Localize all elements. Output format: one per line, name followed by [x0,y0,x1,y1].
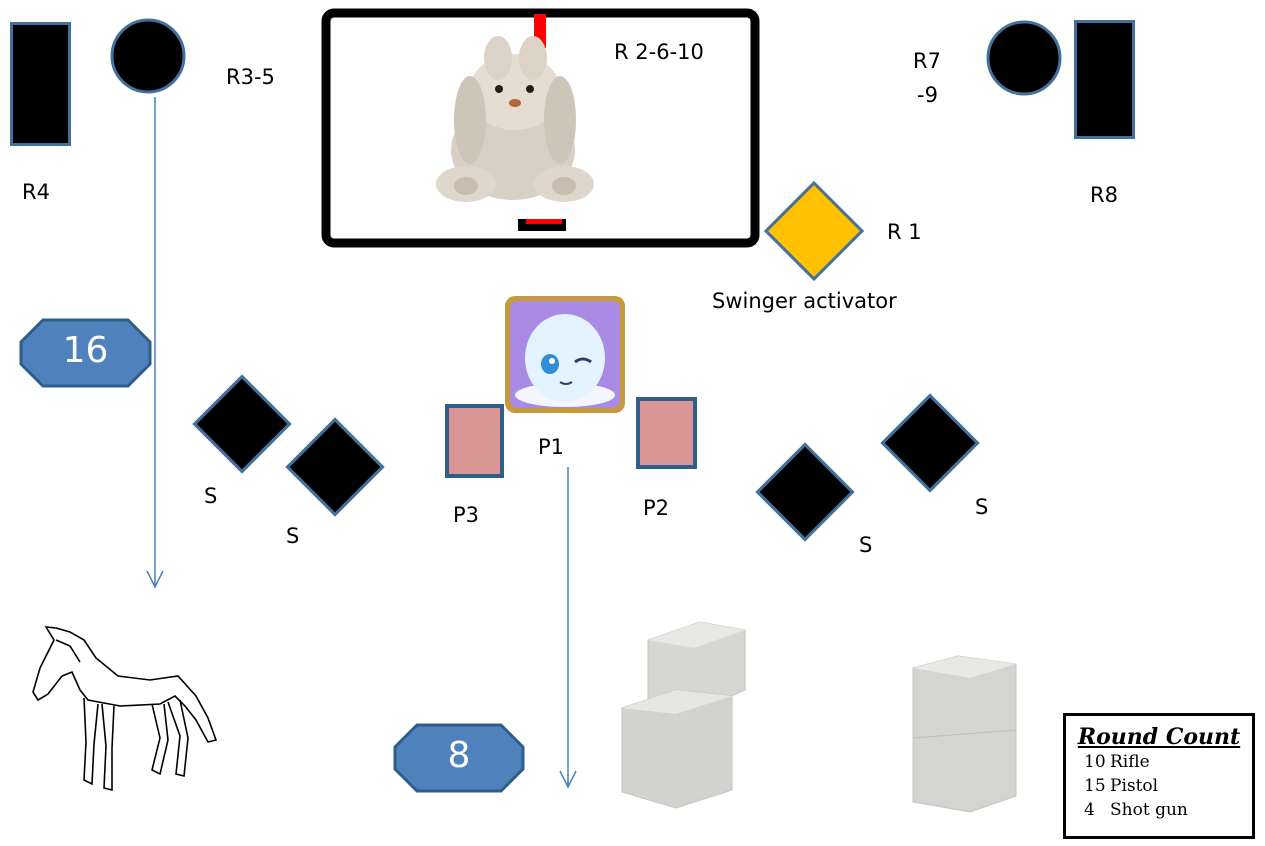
yeti-icon [505,296,625,413]
arrow-center-head [559,770,577,789]
label-steel-4: S [975,495,989,519]
position-p2-box [636,397,697,469]
label-r1: R 1 [887,220,922,244]
label-swinger-activator: Swinger activator [712,289,897,313]
label-r2-6-10: R 2-6-10 [614,40,704,64]
label-r7: R7 [913,49,941,73]
label-p3: P3 [453,503,480,527]
round-count-number: 15 [1084,776,1106,796]
bunny-image [436,36,594,202]
swinger-bottom-bar [526,219,562,224]
badge-8-shape [393,723,525,793]
rect-target-r8 [1074,20,1135,139]
round-count-type: Shot gun [1110,800,1188,820]
label-steel-2: S [286,524,300,548]
badge-8-number: 8 [447,735,471,776]
horse-drawing [32,626,218,792]
label-r3-5: R3-5 [226,65,275,89]
badge-16-number: 16 [62,330,109,371]
label-r8: R8 [1090,183,1118,207]
round-count-type: Rifle [1110,752,1150,772]
label-p2: P2 [643,496,670,520]
label-steel-1: S [204,484,218,508]
swinger-activator-diamond [763,180,865,282]
round-target-r7-9 [986,20,1062,96]
rect-target-r4 [10,22,71,146]
arrow-left-head [146,570,164,589]
label-r7-9-suffix: -9 [917,83,938,107]
round-count-number: 4 [1084,800,1095,820]
label-p1: P1 [538,435,565,459]
label-r4: R4 [22,180,50,204]
position-p3-box [445,404,504,478]
badge-16-shape [19,318,152,388]
round-count-type: Pistol [1110,776,1159,796]
hay-bale-stack-right [912,655,1017,813]
label-steel-3: S [859,533,873,557]
round-target-r3-5 [110,18,186,94]
hay-bale-stack-center [621,621,746,809]
round-count-title: Round Count [1077,724,1241,750]
round-count-row: 4 Shot gun [1066,798,1252,822]
round-count-number: 10 [1084,752,1106,772]
